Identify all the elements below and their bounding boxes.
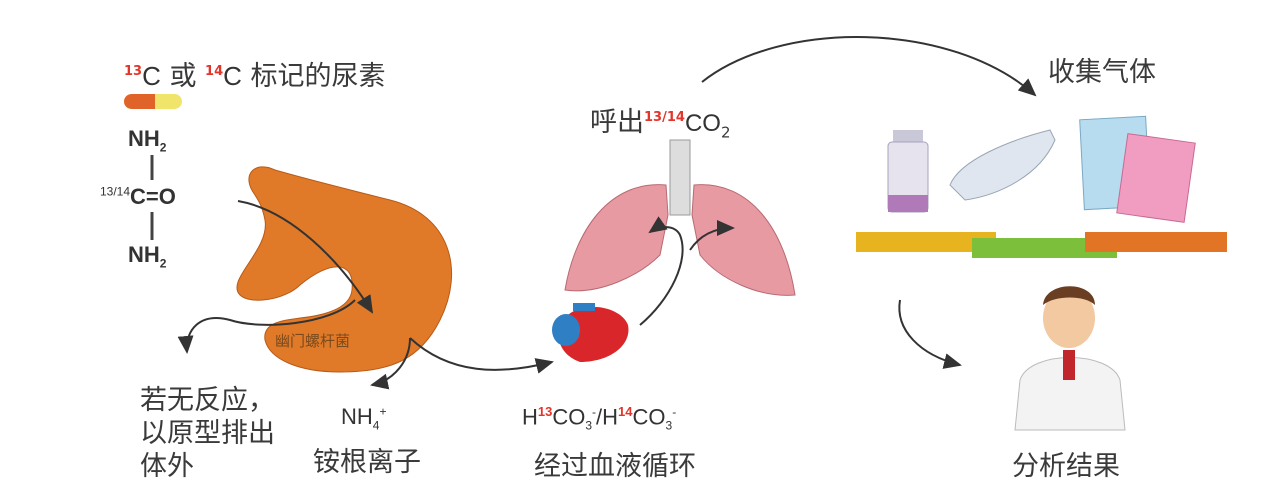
h: H [522, 404, 538, 430]
line: 以原型排出 [140, 418, 275, 449]
urea-entry-arrow [237, 200, 374, 314]
doctor-icon [1014, 286, 1126, 431]
charge: - [592, 405, 597, 419]
bicarbonate-formula: H13CO3-/H14CO3- [522, 404, 676, 433]
lungs-icon [564, 139, 796, 296]
collect-gas-label: 收集气体 [1048, 57, 1156, 88]
isotope: 13/14 [644, 110, 685, 125]
co: C=O [130, 184, 176, 209]
report-forms-icon [1079, 115, 1196, 223]
isotope-14: 14 [205, 64, 224, 79]
subscript: 2 [720, 123, 731, 142]
line: 若无反应， [140, 385, 275, 416]
nh: NH [128, 242, 160, 267]
co: CO [552, 404, 586, 430]
ammonium-arrow [370, 337, 411, 390]
analysis-result-label: 分析结果 [1012, 451, 1120, 482]
isotope-14: 14 [618, 404, 633, 419]
no-reaction-arrow [177, 299, 356, 354]
subscript: 4 [372, 418, 380, 433]
or-text: 或 [160, 61, 206, 92]
stomach-shape [236, 166, 453, 373]
bacteria-label: 幽门螺杆菌 [275, 332, 351, 350]
nh: NH [341, 404, 373, 429]
urea-carbonyl: 13/14C=O [100, 184, 176, 210]
no-reaction-text: 若无反应， 以原型排出 体外 [140, 384, 275, 483]
isotope-13: 13 [537, 404, 553, 419]
carbon: C [142, 61, 161, 91]
co: CO [632, 404, 666, 430]
charge: + [379, 404, 387, 419]
ammonium-name: 铵根离子 [313, 447, 421, 478]
line: 体外 [140, 451, 194, 482]
isotope-13: 13 [124, 64, 143, 79]
exhale-arrow-left [639, 216, 684, 326]
subscript: 2 [159, 140, 167, 155]
heart-icon [552, 303, 629, 362]
carbon: C [223, 61, 242, 91]
charge: - [672, 405, 677, 419]
urea-text: 标记的尿素 [241, 61, 386, 92]
blood-arrow [409, 337, 554, 374]
exhale-arrow-right [689, 220, 735, 251]
gas-bag-icon [949, 129, 1056, 201]
exhale-label: 呼出13/14CO2 [590, 100, 730, 141]
isotope: 13/14 [100, 184, 131, 199]
subscript: 3 [665, 418, 673, 433]
color-bar [856, 232, 1227, 258]
urea-nh2-top: NH2 [128, 126, 166, 154]
title-label: 13C 或 14C 标记的尿素 [124, 54, 386, 93]
collect-arrow [701, 36, 1037, 97]
sample-vial-icon [887, 130, 929, 213]
exhale-text: 呼出 [590, 107, 644, 138]
capsule-icon [124, 94, 182, 109]
urea-nh2-bottom: NH2 [128, 242, 166, 270]
ammonium-formula: NH4+ [341, 404, 386, 432]
h: /H [596, 404, 619, 430]
co: CO [684, 110, 721, 137]
analysis-arrow [898, 299, 962, 369]
blood-circulation-label: 经过血液循环 [534, 451, 696, 482]
nh: NH [128, 126, 160, 151]
subscript: 3 [585, 418, 593, 433]
subscript: 2 [159, 256, 167, 271]
